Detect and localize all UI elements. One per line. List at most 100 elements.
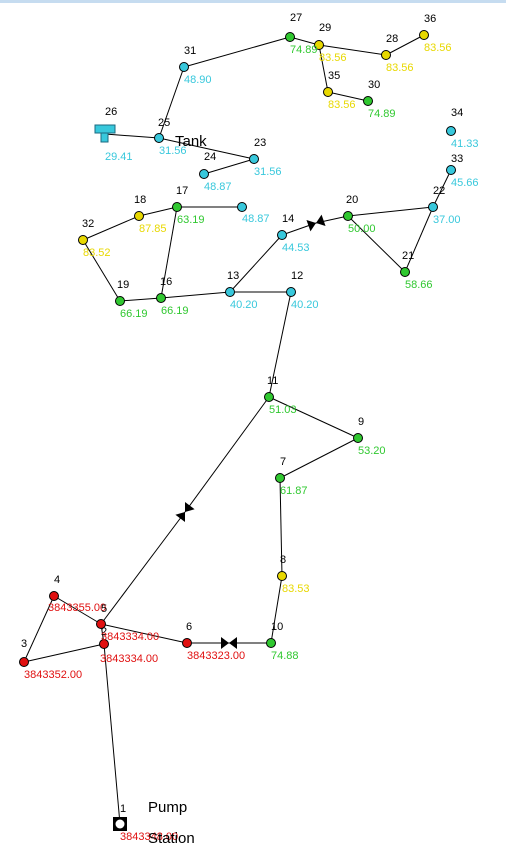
pipe-link[interactable] xyxy=(318,44,387,56)
junction-node[interactable] xyxy=(286,287,296,297)
junction-node[interactable] xyxy=(172,202,182,212)
junction-node[interactable] xyxy=(363,96,373,106)
junction-node[interactable] xyxy=(353,433,363,443)
pipe-link[interactable] xyxy=(100,623,188,644)
pipe-link[interactable] xyxy=(270,575,283,644)
junction-node[interactable] xyxy=(323,87,333,97)
pipe-link[interactable] xyxy=(82,215,140,241)
node-id-label: 1 xyxy=(120,803,126,815)
valve-icon[interactable] xyxy=(306,214,326,232)
node-id-label: 20 xyxy=(346,194,358,206)
station-label: Station xyxy=(148,830,195,847)
pipe-link[interactable] xyxy=(138,206,178,217)
pipe-link[interactable] xyxy=(183,36,291,68)
pipe-link[interactable] xyxy=(158,66,185,139)
pump-icon[interactable] xyxy=(113,817,127,831)
node-value-label: 61.87 xyxy=(280,485,308,497)
node-id-label: 29 xyxy=(319,22,331,34)
node-id-label: 5 xyxy=(101,603,107,615)
pipe-link[interactable] xyxy=(203,158,255,175)
junction-node[interactable] xyxy=(343,211,353,221)
junction-node[interactable] xyxy=(275,473,285,483)
junction-node[interactable] xyxy=(182,638,192,648)
junction-node[interactable] xyxy=(400,267,410,277)
pipe-link[interactable] xyxy=(119,297,162,302)
junction-node[interactable] xyxy=(266,638,276,648)
pipe-link[interactable] xyxy=(318,44,329,93)
junction-node[interactable] xyxy=(249,154,259,164)
junction-node[interactable] xyxy=(419,30,429,40)
node-id-label: 3 xyxy=(21,638,27,650)
junction-node[interactable] xyxy=(285,32,295,42)
pipe-link[interactable] xyxy=(103,643,121,825)
pipe-link[interactable] xyxy=(160,206,178,299)
pipe-link[interactable] xyxy=(432,169,452,208)
pipe-link[interactable] xyxy=(279,437,359,479)
pipe-link[interactable] xyxy=(53,595,102,625)
node-value-label: 3843352.00 xyxy=(24,669,82,681)
pipe-link[interactable] xyxy=(82,239,121,302)
pipe-link[interactable] xyxy=(158,137,255,160)
junction-node[interactable] xyxy=(225,287,235,297)
pipe-link[interactable] xyxy=(279,477,283,577)
junction-node[interactable] xyxy=(428,202,438,212)
junction-node[interactable] xyxy=(134,211,144,221)
node-value-label: 83.56 xyxy=(328,99,356,111)
pipe-link[interactable] xyxy=(160,291,231,299)
junction-node[interactable] xyxy=(446,126,456,136)
junction-node[interactable] xyxy=(49,591,59,601)
pipe-link[interactable] xyxy=(268,291,292,398)
junction-node[interactable] xyxy=(446,165,456,175)
pipe-link[interactable] xyxy=(347,215,406,273)
node-value-label: 29.41 xyxy=(105,151,133,163)
junction-node[interactable] xyxy=(264,392,274,402)
junction-node[interactable] xyxy=(199,169,209,179)
junction-node[interactable] xyxy=(99,639,109,649)
junction-node[interactable] xyxy=(154,133,164,143)
valve-icon[interactable] xyxy=(175,502,195,522)
window-top-border xyxy=(0,0,506,3)
node-value-label: 74.89 xyxy=(368,108,396,120)
junction-node[interactable] xyxy=(96,619,106,629)
node-value-label: 74.88 xyxy=(271,650,299,662)
node-value-label: 83.56 xyxy=(386,62,414,74)
junction-node[interactable] xyxy=(19,657,29,667)
pipe-link[interactable] xyxy=(184,396,270,513)
node-value-label: 48.87 xyxy=(242,213,270,225)
node-id-label: 21 xyxy=(402,250,414,262)
node-id-label: 31 xyxy=(184,45,196,57)
junction-node[interactable] xyxy=(277,230,287,240)
junction-node[interactable] xyxy=(381,50,391,60)
node-id-label: 28 xyxy=(386,33,398,45)
pipe-link[interactable] xyxy=(23,595,55,663)
pipe-link[interactable] xyxy=(404,206,434,273)
pipe-link[interactable] xyxy=(268,396,359,439)
node-id-label: 11 xyxy=(267,375,278,387)
junction-node[interactable] xyxy=(277,571,287,581)
pipe-link[interactable] xyxy=(229,234,283,293)
junction-node[interactable] xyxy=(78,235,88,245)
node-id-label: 7 xyxy=(280,456,286,468)
node-id-label: 30 xyxy=(368,79,380,91)
pump-label: Pump xyxy=(148,799,187,816)
junction-node[interactable] xyxy=(179,62,189,72)
junction-node[interactable] xyxy=(237,202,247,212)
tank-icon[interactable] xyxy=(94,124,116,143)
node-id-label: 18 xyxy=(134,194,146,206)
node-value-label: 51.03 xyxy=(269,404,297,416)
pipe-link[interactable] xyxy=(347,206,434,217)
pipe-link[interactable] xyxy=(104,133,160,139)
pipe-link[interactable] xyxy=(385,34,425,56)
pipe-link[interactable] xyxy=(327,91,369,102)
pipe-link[interactable] xyxy=(289,36,320,46)
node-id-label: 23 xyxy=(254,137,266,149)
junction-node[interactable] xyxy=(156,293,166,303)
junction-node[interactable] xyxy=(314,40,324,50)
pipe-link[interactable] xyxy=(23,643,105,663)
node-id-label: 35 xyxy=(328,70,340,82)
pipe-link[interactable] xyxy=(100,511,186,625)
junction-node[interactable] xyxy=(115,296,125,306)
node-value-label: 66.19 xyxy=(120,308,148,320)
valve-icon[interactable] xyxy=(221,637,237,649)
